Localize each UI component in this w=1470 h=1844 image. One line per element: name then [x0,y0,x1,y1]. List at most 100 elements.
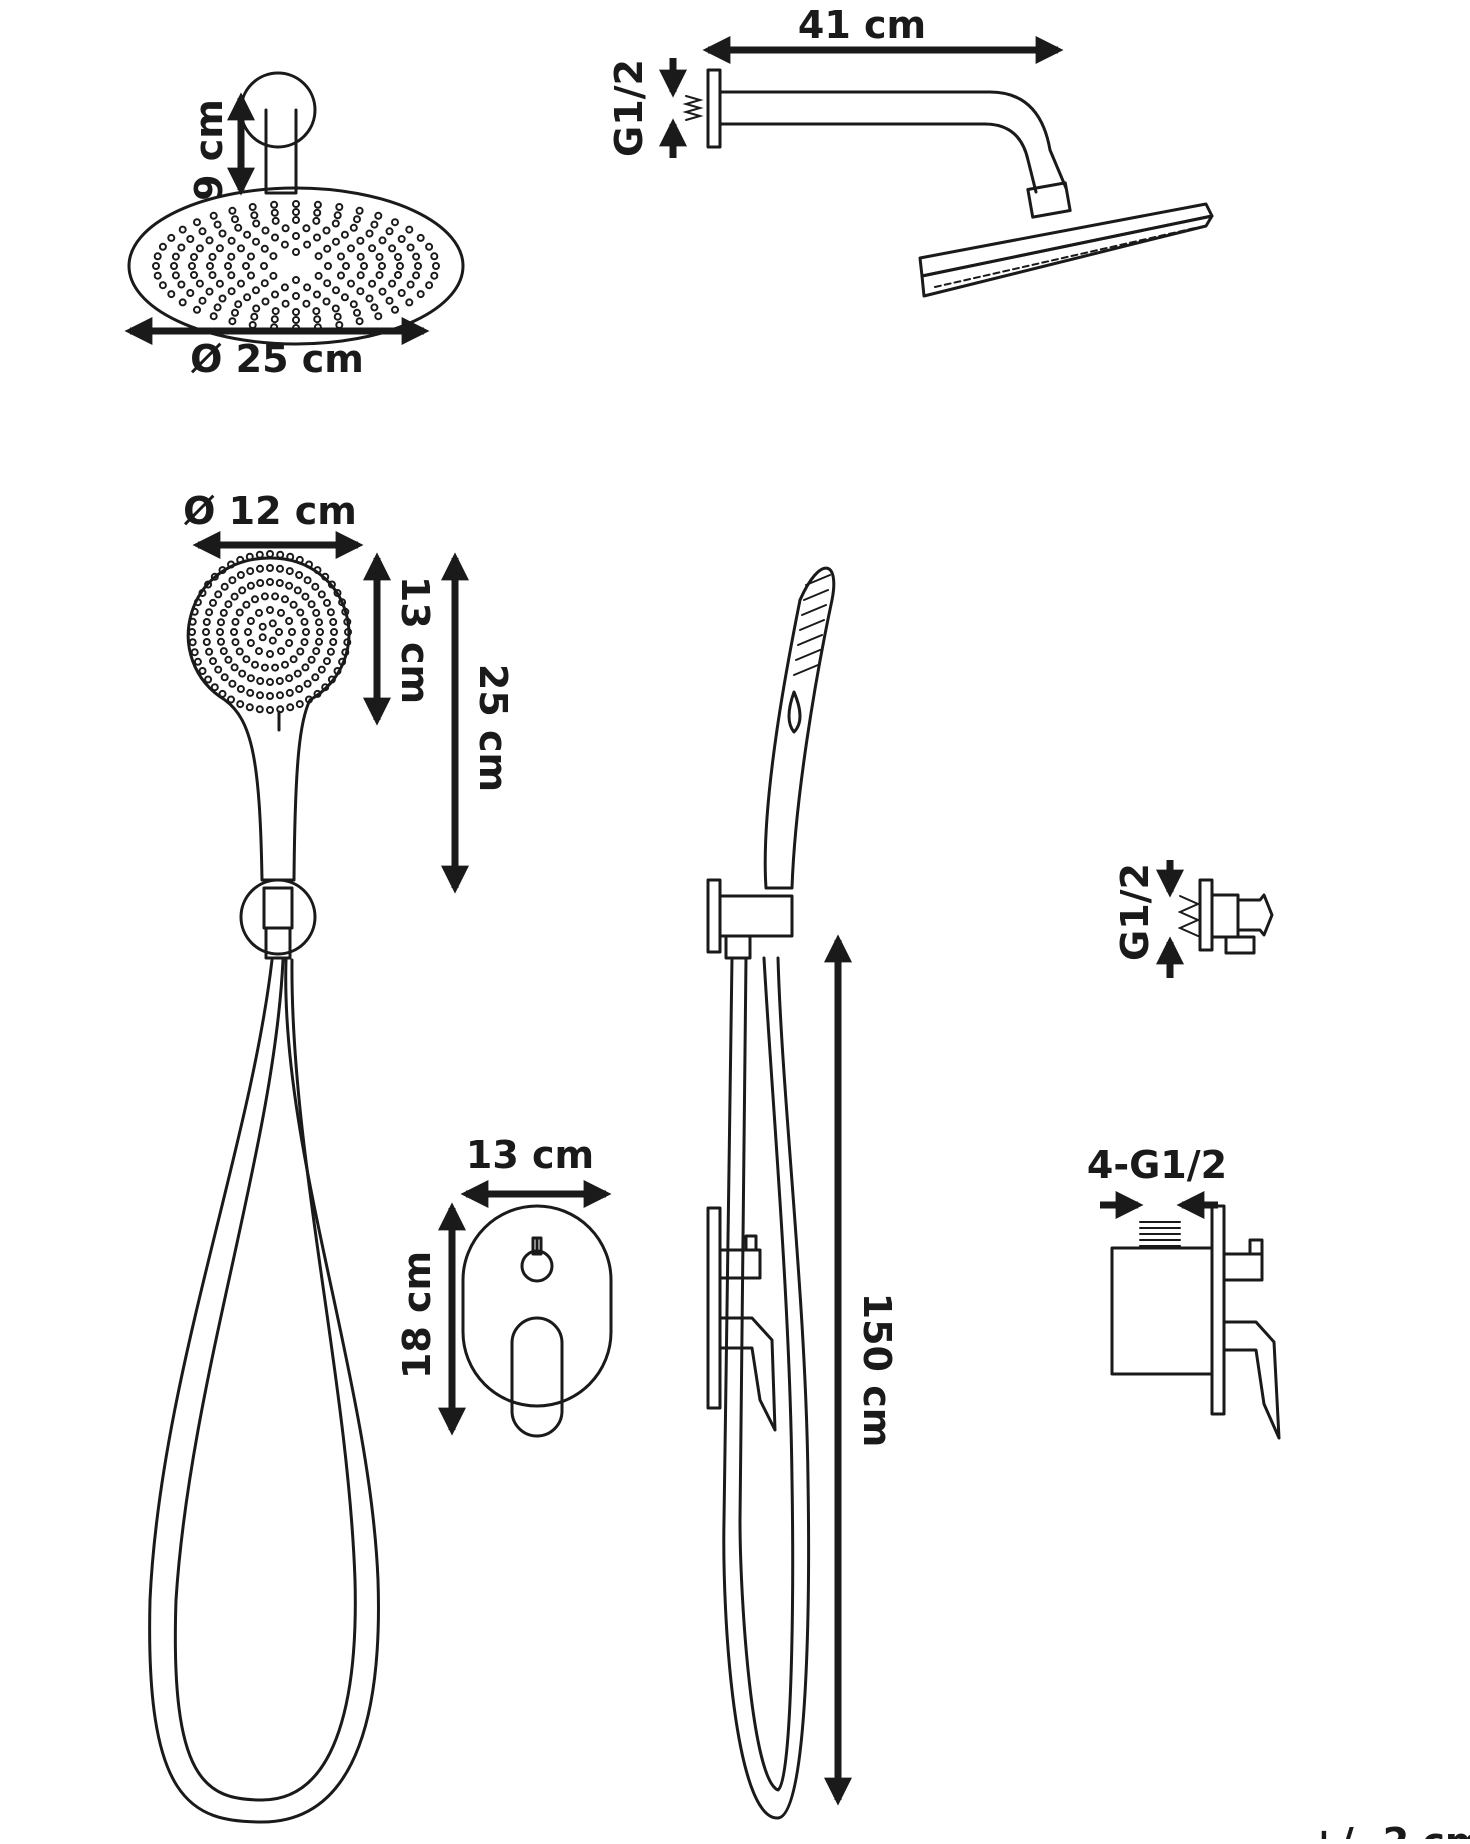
concealed-valve-side-view: 4-G1/2 [1087,1143,1281,1440]
nozzle-hole [302,628,310,636]
nozzle-hole [235,647,244,656]
nozzle-hole [236,555,245,564]
nozzle-hole [209,312,218,321]
nozzle-hole [412,271,421,280]
nozzle-hole [378,262,386,270]
nozzle-hole [327,675,336,684]
nozzle-hole [281,299,290,308]
nozzle-hole [394,253,402,261]
nozzle-hole [355,206,364,215]
nozzle-hole [388,279,397,288]
rain-head-front-view: 9 cm Ø 25 cm [124,71,465,381]
nozzle-hole [255,705,264,714]
nozzle-hole [356,236,365,245]
nozzle-hole [210,572,219,581]
nozzle-hole [340,230,349,239]
holder-thread-label: G1/2 [1113,863,1157,961]
nozzle-hole [378,236,387,245]
nozzle-hole [285,581,294,590]
nozzle-hole [269,252,278,261]
head-diameter-label: Ø 25 cm [190,337,364,381]
nozzle-hole [246,617,255,625]
nozzle-hole [292,216,300,224]
nozzle-hole [323,279,332,288]
mixer-height-label: 18 cm [395,1251,439,1379]
nozzle-hole [286,703,295,712]
nozzle-hole [314,252,323,261]
nozzle-hole [296,608,305,617]
nozzle-hole [218,229,227,238]
nozzle-hole [266,564,274,572]
nozzle-hole [205,236,214,245]
nozzle-hole [313,233,321,242]
nozzle-hole [195,279,204,288]
nozzle-hole [316,628,324,636]
nozzle-hole [374,211,383,220]
nozzle-hole [303,240,312,249]
nozzle-hole [313,566,322,575]
nozzle-hole [337,271,345,280]
nozzle-hole [205,287,214,296]
nozzle-hole [301,592,310,601]
nozzle-hole [230,663,239,672]
nozzle-hole [216,628,224,636]
nozzle-hole [324,262,332,270]
head-arm-height-label: 9 cm [187,99,231,201]
nozzle-hole [255,647,263,656]
nozzle-hole [347,279,355,288]
nozzle-hole [303,283,312,292]
nozzle-hole [275,579,284,587]
nozzle-hole [190,607,199,616]
nozzle-hole [250,312,259,321]
nozzle-hole [342,262,350,270]
nozzle-hole [416,233,425,242]
nozzle-hole [412,252,421,261]
nozzle-hole [170,262,178,270]
nozzle-hole [252,219,261,228]
nozzle-hole [210,683,219,692]
nozzle-hole [374,312,383,321]
nozzle-hole [343,617,352,626]
nozzle-hole [238,586,247,595]
nozzle-hole [301,663,310,672]
nozzle-hole [331,304,340,313]
nozzle-hole [425,242,434,251]
nozzle-hole [275,628,283,636]
nozzle-hole [242,655,251,664]
nozzle-hole [256,691,264,700]
nozzle-hole [202,638,211,646]
nozzle-hole [335,321,344,329]
nozzle-hole [285,617,294,625]
nozzle-hole [171,252,180,261]
nozzle-hole [177,243,186,252]
nozzle-hole [281,224,290,233]
nozzle-hole [255,608,263,617]
nozzle-hole [218,689,227,698]
hand-total-length-label: 25 cm [471,664,515,792]
mixer-front-view: 13 cm 18 cm [395,1133,613,1438]
nozzle-hole [312,647,321,656]
nozzle-hole [256,677,265,685]
nozzle-hole [270,315,279,324]
nozzle-hole [280,283,289,292]
nozzle-hole [292,276,300,284]
nozzle-hole [227,560,235,569]
nozzle-hole [277,608,285,617]
nozzle-hole [220,673,229,682]
nozzle-hole [268,636,277,645]
nozzle-hole [188,628,196,636]
nozzle-hole [186,235,195,243]
nozzle-hole [198,589,207,597]
nozzle-hole [224,655,233,664]
nozzle-hole [276,564,284,573]
nozzle-hole [204,675,213,684]
nozzle-hole [312,608,321,617]
nozzle-hole [302,299,311,308]
nozzle-hole [405,298,414,307]
nozzle-hole [209,211,218,220]
nozzle-hole [271,290,279,299]
nozzle-hole [205,608,214,617]
nozzle-hole [360,262,368,270]
nozzle-hole [243,230,252,239]
nozzle-hole [195,244,204,253]
